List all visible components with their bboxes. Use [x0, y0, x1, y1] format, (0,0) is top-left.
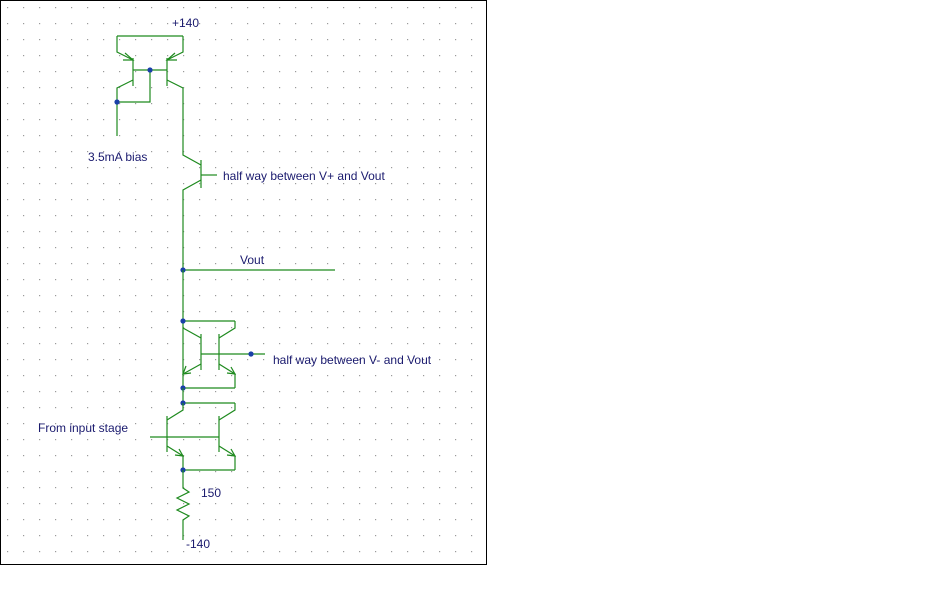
q-in1-emitter-arrow: [174, 448, 185, 457]
q-l1-emitter-arrow: [182, 365, 192, 375]
resistor-zigzag: [175, 470, 191, 540]
lower-cascode-pair: [180, 270, 265, 391]
drawing-frame: [0, 0, 487, 565]
pnp-current-mirror: [114, 35, 184, 150]
q-right-collector: [166, 79, 184, 150]
q-upper-emitter: [182, 179, 202, 270]
bias-current-label: 3.5mA bias: [88, 150, 147, 164]
q-l2-emitter-arrow: [226, 366, 237, 375]
q-left-collector: [116, 79, 134, 102]
resistor-value-label: 150: [201, 486, 221, 500]
diode-connection: [117, 70, 151, 103]
upper-cascode-transistor: [182, 150, 217, 270]
q-l1-emitter: [182, 363, 202, 375]
q-left-emitter: [116, 36, 134, 61]
junction-bias: [114, 99, 120, 105]
output-label: Vout: [240, 253, 265, 267]
emitter-resistor: [175, 470, 191, 540]
q-l1-collector: [182, 327, 202, 339]
junction-lower-collector: [180, 318, 186, 324]
supply-positive-label: +140: [172, 16, 199, 30]
q-in2-collector: [218, 403, 236, 421]
q-in1-collector: [166, 403, 184, 421]
q-l2-collector: [218, 321, 236, 339]
junction-mirror-base: [147, 67, 153, 73]
q-right-emitter: [166, 36, 184, 61]
upper-tap-label: half way between V+ and Vout: [223, 169, 385, 183]
supply-negative-label: -140: [186, 537, 210, 551]
q-upper-collector: [182, 150, 202, 166]
junction-lower-base: [248, 351, 254, 357]
input-transistor-pair: [150, 388, 237, 473]
input-label: From input stage: [38, 421, 128, 435]
q-in2-emitter-arrow: [226, 448, 237, 457]
lower-tap-label: half way between V- and Vout: [273, 353, 432, 367]
